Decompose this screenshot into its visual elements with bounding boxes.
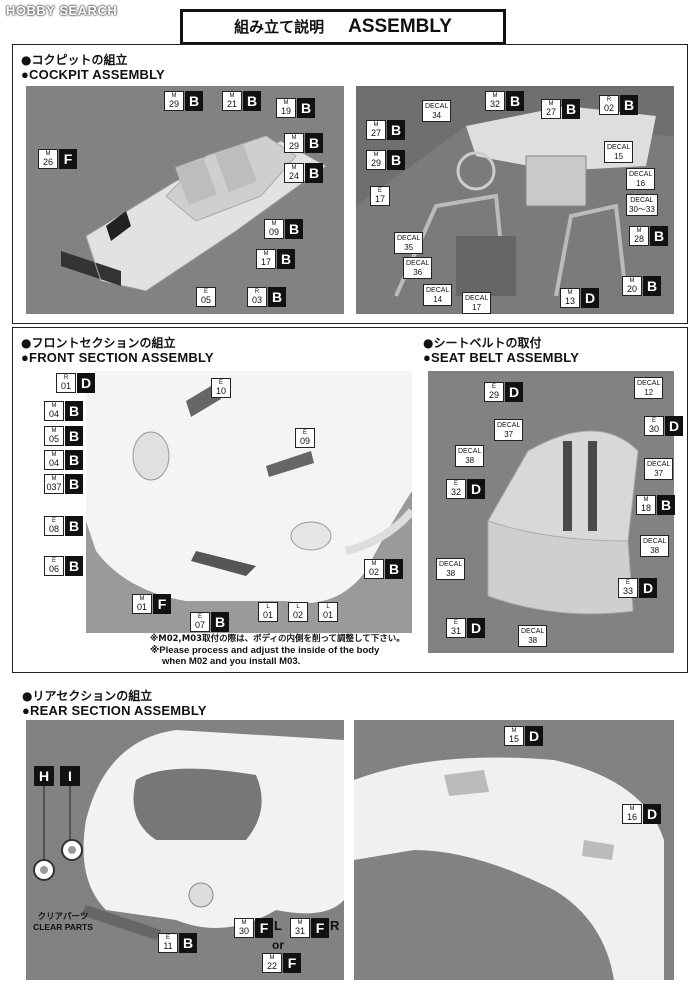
- seatbelt-heading-jp: ●シートベルトの取付: [423, 336, 542, 350]
- cockpit-photo-left: [26, 86, 344, 314]
- title-en: ASSEMBLY: [348, 16, 452, 37]
- right-marker: R: [330, 918, 340, 933]
- front-body-illustration: [86, 371, 412, 603]
- seatbelt-photo: [428, 371, 674, 653]
- front-note: ※M02,M03取付の際は、ボディの内側を削って調整して下さい。 ※Please…: [150, 634, 420, 667]
- page-title: 組み立て説明 ASSEMBLY: [180, 9, 506, 45]
- seatbelt-heading-en: ●SEAT BELT ASSEMBLY: [423, 350, 580, 365]
- front-note-en1: ※Please process and adjust the inside of…: [150, 645, 380, 656]
- clear-parts-label: クリアパーツ CLEAR PARTS: [28, 912, 98, 932]
- clear-parts-jp: クリアパーツ: [37, 912, 89, 922]
- clear-parts-en: CLEAR PARTS: [33, 922, 93, 932]
- cockpit-heading-jp: ●コクピットの組立: [21, 53, 128, 67]
- part-h-box: H: [34, 766, 54, 786]
- rear-heading-en: ●REAR SECTION ASSEMBLY: [22, 703, 207, 718]
- seat-illustration: [487, 430, 639, 615]
- front-note-jp: ※M02,M03取付の際は、ボディの内側を削って調整して下さい。: [150, 634, 405, 644]
- rear-underside-illustration: [354, 757, 664, 980]
- rear-photo-right: [354, 720, 674, 980]
- or-text: or: [272, 938, 284, 952]
- part-i-box: I: [60, 766, 80, 786]
- left-marker: L: [274, 918, 282, 933]
- cockpit-heading-en: ●COCKPIT ASSEMBLY: [21, 67, 165, 82]
- rear-body-illustration: [81, 730, 344, 940]
- front-photo: [86, 371, 412, 633]
- front-heading-jp: ●フロントセクションの組立: [21, 336, 176, 350]
- rear-heading-jp: ●リアセクションの組立: [22, 689, 153, 703]
- front-heading-en: ●FRONT SECTION ASSEMBLY: [21, 350, 214, 365]
- watermark-logo: HOBBY SEARCH: [6, 3, 118, 18]
- cockpit-chassis-illustration: [61, 135, 327, 292]
- front-note-en2: when M02 and you install M03.: [162, 656, 301, 667]
- title-jp: 組み立て説明: [234, 18, 325, 36]
- cockpit-photo-right: [356, 86, 674, 314]
